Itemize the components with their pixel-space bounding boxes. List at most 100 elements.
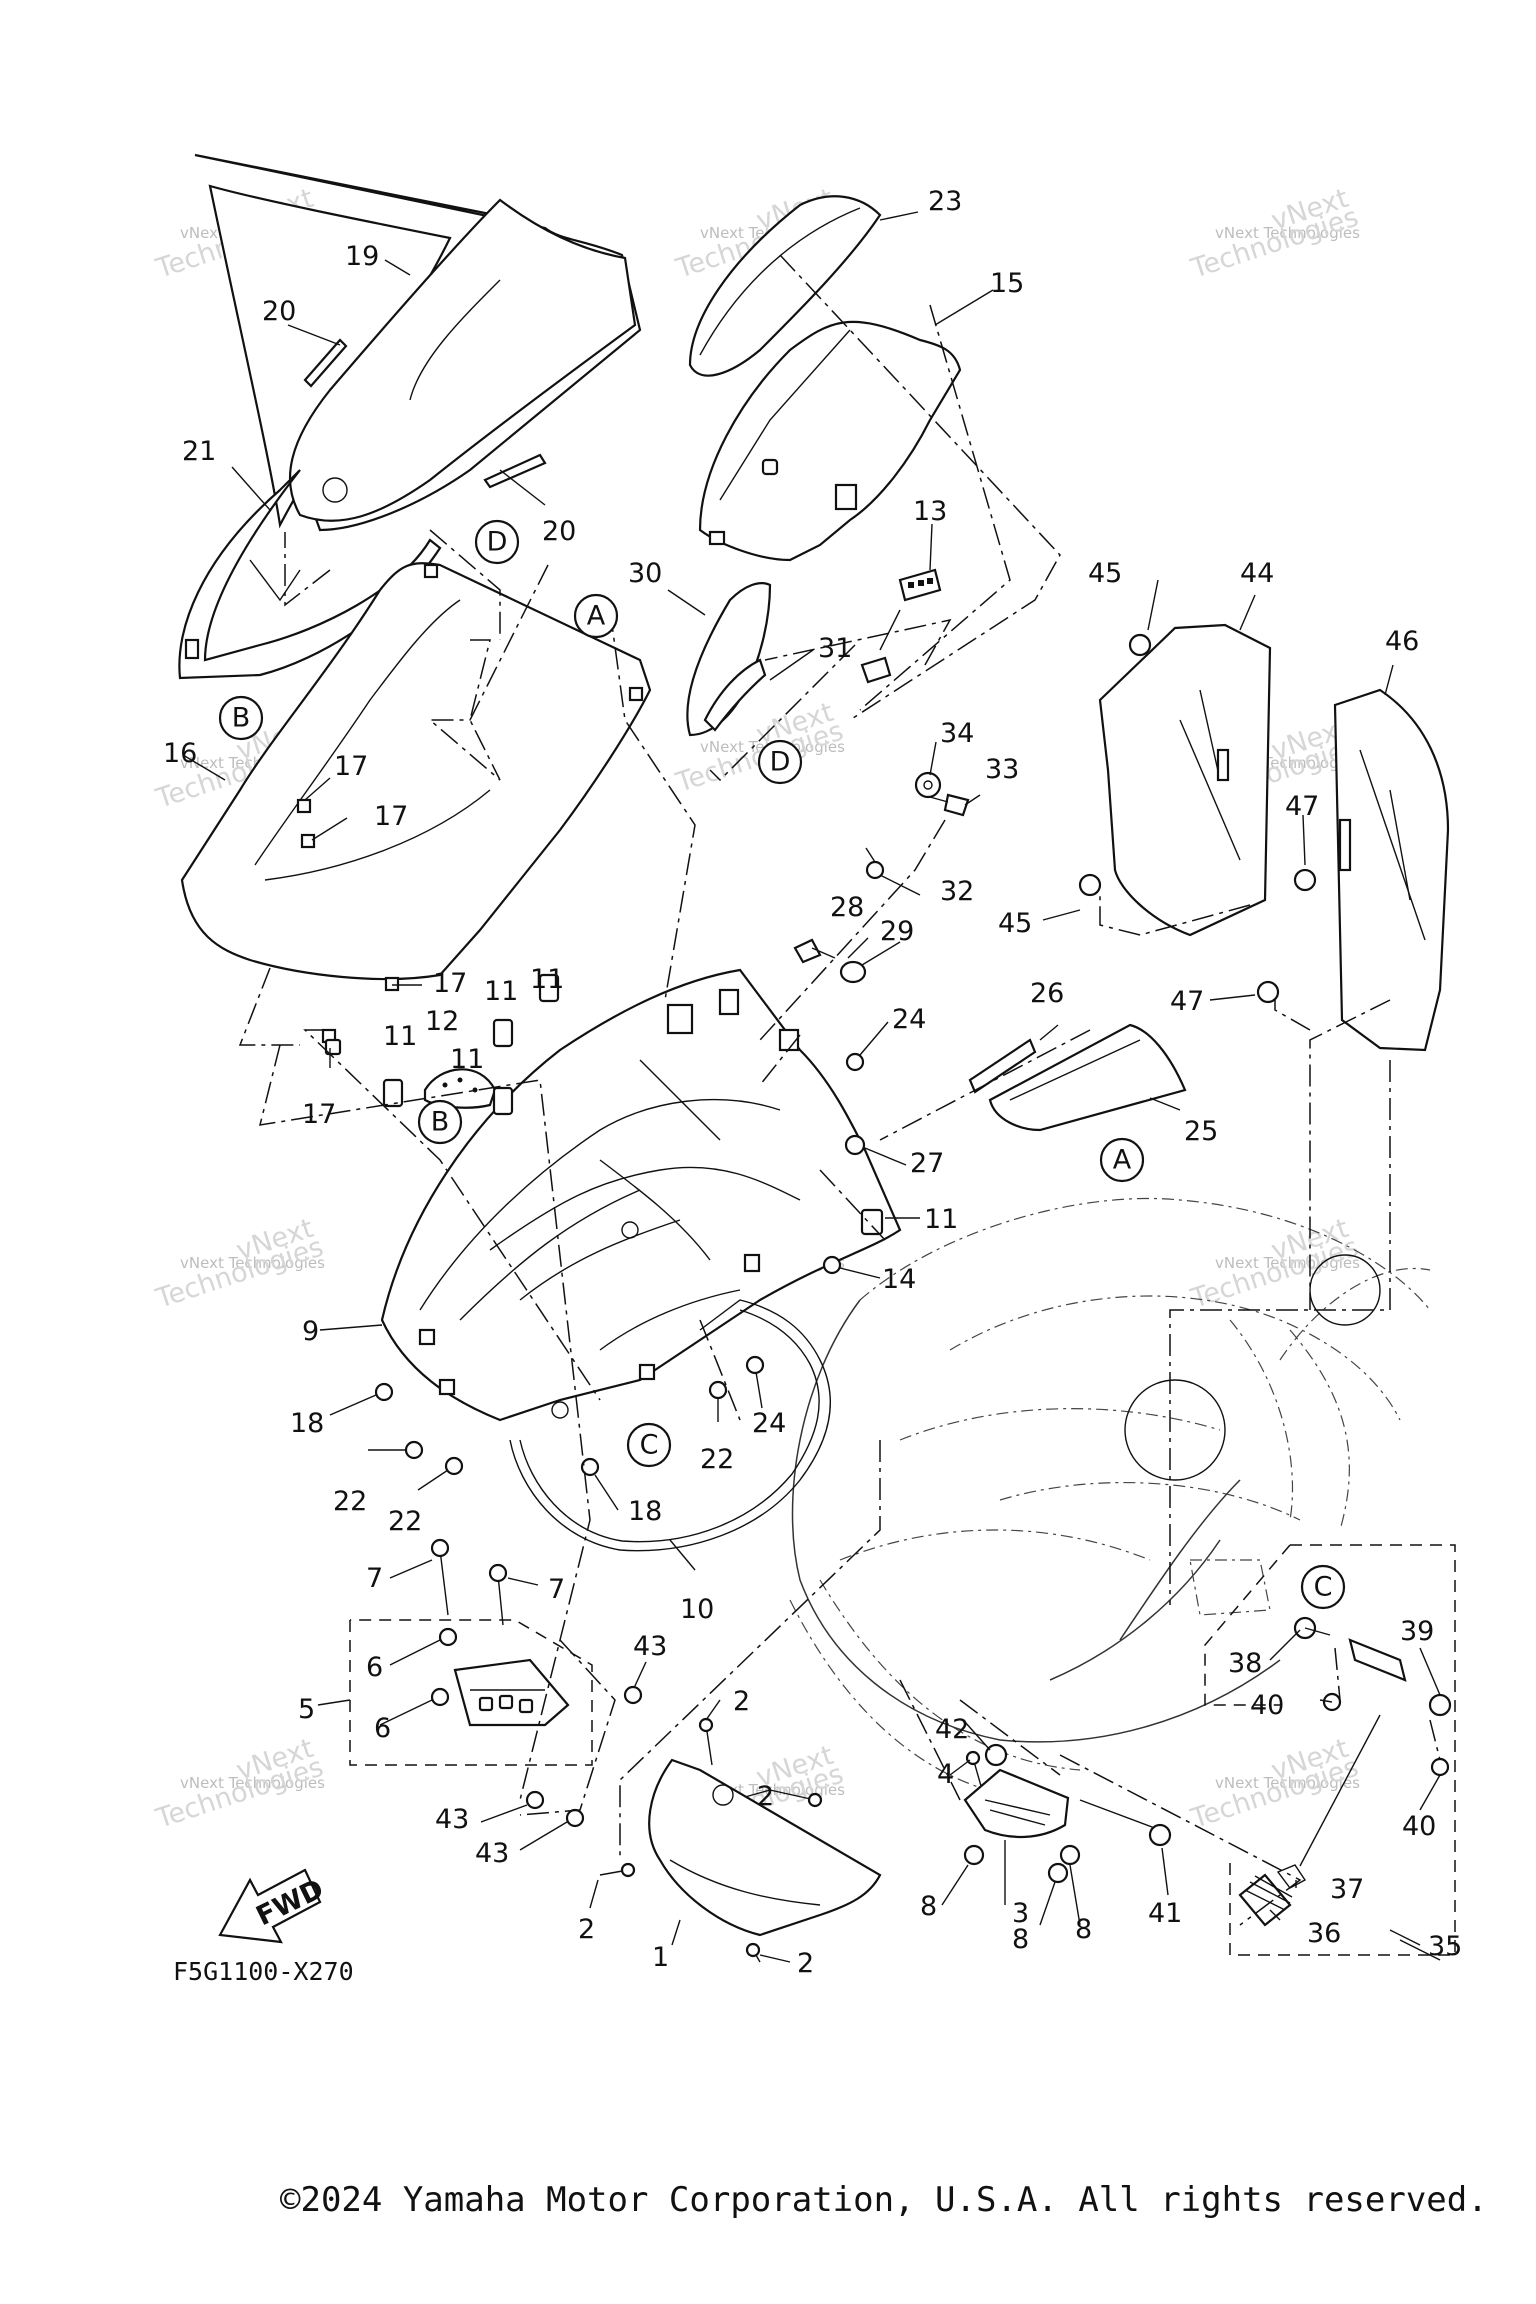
part-label: 32 [940, 876, 974, 907]
hood-hole [322, 477, 348, 503]
watermark-text: vNext Technologies [180, 1774, 325, 1792]
group-boxes [349, 1544, 1456, 1956]
screw-43 [525, 1685, 643, 1828]
upper-deck-16 [180, 562, 652, 1044]
part-label: 25 [1184, 1116, 1218, 1147]
part-label: 37 [1330, 1874, 1364, 1905]
callout-a: A [1099, 1137, 1145, 1183]
callout-d-label: D [770, 747, 791, 778]
deck-housing-hole [551, 1401, 569, 1419]
bracket-38 [1348, 1638, 1407, 1682]
callout-b-label: B [431, 1107, 450, 1138]
callouts: A A B B C C D D [218, 519, 1346, 1610]
part-label: 18 [290, 1408, 324, 1439]
callout-b: B [417, 1099, 463, 1145]
part-label: 17 [334, 751, 368, 782]
part-label: 21 [182, 436, 216, 467]
diagram-code: F5G1100-X270 [173, 1957, 354, 1986]
part-label: 40 [1250, 1690, 1284, 1721]
bolt-33 [929, 793, 970, 817]
fwd-arrow-icon: FWD [218, 1868, 329, 1944]
part-label: 8 [1012, 1924, 1029, 1955]
lower-cover-1 [648, 1758, 882, 1937]
leader-lines [182, 211, 1441, 1963]
bolt-41 [1079, 1799, 1172, 1847]
part-label: 17 [433, 968, 467, 999]
deck-housing-hole [621, 1221, 639, 1239]
part-label: 18 [628, 1496, 662, 1527]
hood-cover-19 [194, 153, 642, 532]
part-label: 24 [752, 1408, 786, 1439]
hull-hole [1309, 1254, 1381, 1326]
callout-a-label: A [1113, 1145, 1132, 1176]
part-label: 22 [388, 1506, 422, 1537]
hull-outline [789, 1197, 1431, 1801]
part-label: 9 [302, 1316, 319, 1347]
part-label: 8 [1075, 1914, 1092, 1945]
part-label: 2 [578, 1914, 595, 1945]
callout-b: B [218, 695, 264, 741]
copyright-notice: ©2024 Yamaha Motor Corporation, U.S.A. A… [280, 2180, 1488, 2220]
part-label: 20 [262, 296, 296, 327]
nut-39 [1428, 1693, 1452, 1717]
part-label: 22 [700, 1444, 734, 1475]
part-label: 13 [913, 496, 947, 527]
part-label: 44 [1240, 558, 1274, 589]
part-label: 43 [475, 1838, 509, 1869]
part-label: 7 [366, 1563, 383, 1594]
part-label: 24 [892, 1004, 926, 1035]
screw-24 [745, 1052, 865, 1375]
side-panel-46 [1333, 688, 1450, 1052]
part-label: 45 [998, 908, 1032, 939]
bolt-7 [430, 1538, 508, 1626]
part-label: 4 [937, 1759, 954, 1790]
hinge-5 [453, 1658, 570, 1727]
part-label: 46 [1385, 626, 1419, 657]
part-label: 12 [425, 1006, 459, 1037]
hood-trim-21 [178, 469, 442, 680]
part-label: 20 [542, 516, 576, 547]
part-label: 5 [298, 1694, 315, 1725]
nut-8 [963, 1844, 1081, 1884]
bolt-42 [984, 1743, 1008, 1767]
part-label: 11 [484, 976, 518, 1007]
part-label: 45 [1088, 558, 1122, 589]
bolt-6 [430, 1627, 458, 1707]
washer-29 [839, 960, 867, 984]
connection-lines [238, 254, 1441, 1926]
bolt-45 [1078, 633, 1152, 897]
washer-34 [914, 771, 942, 799]
deck-housing-9 [380, 968, 902, 1422]
part-label: 16 [163, 738, 197, 769]
deck-panel-15 [698, 320, 962, 562]
callout-c: C [626, 1422, 672, 1468]
part-labels: 1 2 2 2 2 3 4 5 6 6 7 7 8 8 8 9 10 11 11… [163, 186, 1462, 1979]
part-label: 7 [548, 1574, 565, 1605]
group-box-5 [349, 1619, 593, 1766]
part-label: 15 [990, 268, 1024, 299]
part-label: 2 [757, 1781, 774, 1812]
callout-a: A [573, 593, 619, 639]
part-label: 43 [435, 1804, 469, 1835]
part-label: 11 [530, 964, 564, 995]
part-label: 36 [1307, 1918, 1341, 1949]
part-label: 34 [940, 718, 974, 749]
part-label: 43 [633, 1631, 667, 1662]
part-label: 17 [302, 1099, 336, 1130]
lower-cover-hole [712, 1784, 734, 1806]
callout-c: C [1300, 1564, 1346, 1610]
part-label: 35 [1428, 1931, 1462, 1962]
part-label: 39 [1400, 1616, 1434, 1647]
screw-14 [822, 1255, 842, 1275]
part-label: 11 [450, 1044, 484, 1075]
part-label: 27 [910, 1148, 944, 1179]
part-label: 10 [680, 1594, 714, 1625]
group-box-c-inner [1204, 1544, 1291, 1706]
part-label: 47 [1285, 791, 1319, 822]
callout-c-label: C [1314, 1572, 1333, 1603]
watermark: vNext Technologies vNext Technologies [152, 1733, 327, 1835]
screw-2 [599, 1717, 823, 1963]
callout-b-label: B [232, 703, 251, 734]
part-label: 1 [652, 1942, 669, 1973]
